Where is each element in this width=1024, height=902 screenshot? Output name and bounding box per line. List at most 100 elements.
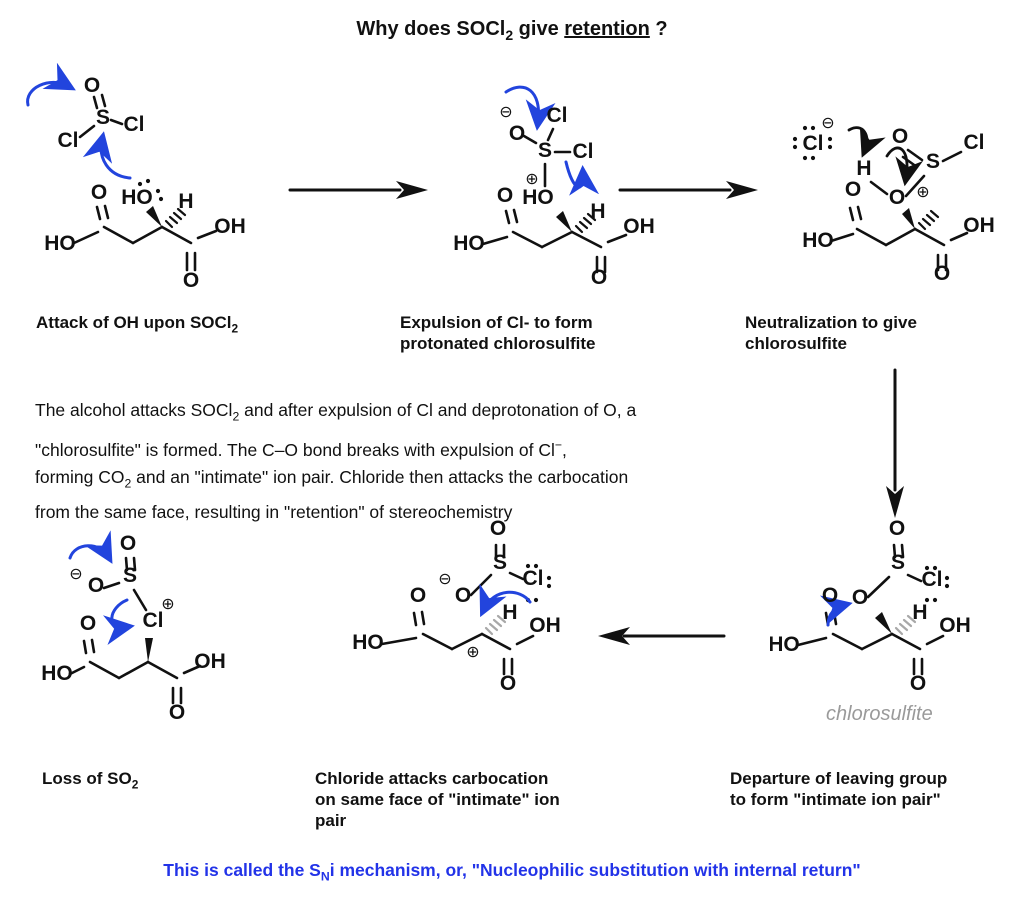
structure-protonated-chlorosulfite: ⊖ O Cl S Cl ⊕ HO H HO O OH O [453,85,655,289]
atom-oxygen: O [591,266,607,289]
footer-sni-note: This is called the SNi mechanism, or, "N… [163,860,861,884]
atom-chloride: Cl [523,567,544,590]
atom-oxygen: O [889,517,905,540]
molecule-label-chlorosulfite: chlorosulfite [826,703,933,725]
plus-charge-icon: ⊕ [466,644,479,661]
gray-hash-bond [484,614,507,636]
atom-chlorine: Cl [922,568,943,591]
atom-oxygen: O [500,672,516,695]
atom-hydroxyl: HO [770,633,800,656]
atom-oxygen: O [852,586,868,609]
atom-hydrogen: H [912,601,927,624]
atom-chlorine: Cl [573,140,594,163]
bonds [68,556,202,705]
atom-hydroxyl: HO [522,186,554,209]
page-title: Why does SOCl2 give retention ? [356,18,668,43]
curly-arrow-icon [847,126,886,158]
atom-hydroxyl: OH [214,215,246,238]
atom-sulfur: S [891,551,905,574]
structure-neutralization: ⊖ Cl H O S Cl O ⊕ HO O OH O [792,115,995,285]
reaction-arrow-left [598,627,726,645]
atom-chlorine: Cl [124,113,145,136]
bonds [481,127,628,274]
lone-pair-dots [792,125,833,161]
curly-arrow-icon [504,85,556,131]
structure-chloride-attacks-carbocation: O S ⊖ O Cl H ⊕ HO O OH O [352,517,561,695]
structure-chlorosulfite: O S Cl O H HO O OH O [770,517,971,695]
atom-oxygen: O [892,125,908,148]
plus-charge-icon: ⊕ [525,171,538,188]
atom-oxygen: O [455,584,471,607]
caption-step4: Loss of SO2 [42,769,139,792]
atom-chloride: Cl [803,132,824,155]
minus-charge-icon: ⊖ [499,104,512,121]
atom-sulfur: S [538,139,552,162]
atom-oxygen: O [910,672,926,695]
bonds [72,93,218,272]
atom-hydrogen: H [856,157,871,180]
reaction-arrow-down [886,368,904,518]
plus-charge-icon: ⊕ [916,184,929,201]
caption-step2: Expulsion of Cl- to form protonated chlo… [400,313,596,353]
hash-bond [164,207,187,229]
wedge-bond [145,638,153,662]
atom-oxygen: O [822,584,838,607]
atom-oxygen: O [84,74,100,97]
gray-hash-bond [894,614,917,636]
wedge-bond [556,211,572,232]
lone-pair-dots [137,178,164,202]
atom-chlorine: Cl [58,129,79,152]
lone-pair-dots [924,565,950,603]
atom-chlorine: Cl [143,609,164,632]
atom-hydroxyl: HO [121,186,153,209]
hash-bond [917,209,940,231]
atom-oxygen: O [183,269,199,292]
atom-hydroxyl: HO [44,232,76,255]
minus-charge-icon: ⊖ [69,566,82,583]
reaction-arrow-1 [288,181,428,199]
atom-hydroxyl: HO [352,631,384,654]
structure-loss-of-so2: ⊖ O S O ⊕ Cl HO O OH O [41,530,226,724]
atom-sulfur: S [926,150,940,173]
curly-arrow-icon [564,160,600,196]
minus-charge-icon: ⊖ [438,571,451,588]
caption-step1: Attack of OH upon SOCl2 [36,313,239,336]
atom-oxygen: O [169,701,185,724]
atom-oxygen: O [934,262,950,285]
atom-oxygen: O [80,612,96,635]
curly-arrow-icon [479,583,532,618]
reaction-arrow-2 [618,181,758,199]
structure-attack-of-oh-on-socl2: O S Cl Cl HO H HO O OH O [26,62,246,292]
curly-arrow-icon [885,146,924,187]
atom-sulfur: S [493,551,507,574]
atom-hydroxyl: OH [194,650,226,673]
atom-hydroxyl: HO [41,662,73,685]
wedge-bond [902,208,915,229]
curly-arrow-icon [82,131,132,180]
atom-hydroxyl: OH [623,215,655,238]
atom-hydroxyl: HO [453,232,485,255]
atom-oxygen: O [88,574,104,597]
atom-hydroxyl: OH [939,614,971,637]
atom-hydrogen: H [502,601,517,624]
atom-oxygen: O [889,186,905,209]
caption-step5: Chloride attacks carbocation on same fac… [315,769,560,830]
atom-hydroxyl: HO [802,229,834,252]
curly-arrow-icon [26,62,76,107]
bonds [829,148,969,272]
curly-arrow-icon [103,598,135,645]
atom-hydrogen: H [178,190,193,213]
minus-charge-icon: ⊖ [821,115,834,132]
atom-oxygen: O [120,532,136,555]
atom-hydroxyl: OH [529,614,561,637]
atom-oxygen: O [845,178,861,201]
curly-arrow-icon [68,530,113,564]
atom-oxygen: O [91,181,107,204]
atom-hydrogen: H [590,200,605,223]
caption-step6: Departure of leaving group to form "inti… [730,769,948,809]
atom-hydroxyl: OH [963,214,995,237]
caption-step3: Neutralization to give chlorosulfite [745,313,917,353]
explanation-paragraph: The alcohol attacks SOCl2 and after expu… [35,400,637,522]
atom-oxygen: O [497,184,513,207]
